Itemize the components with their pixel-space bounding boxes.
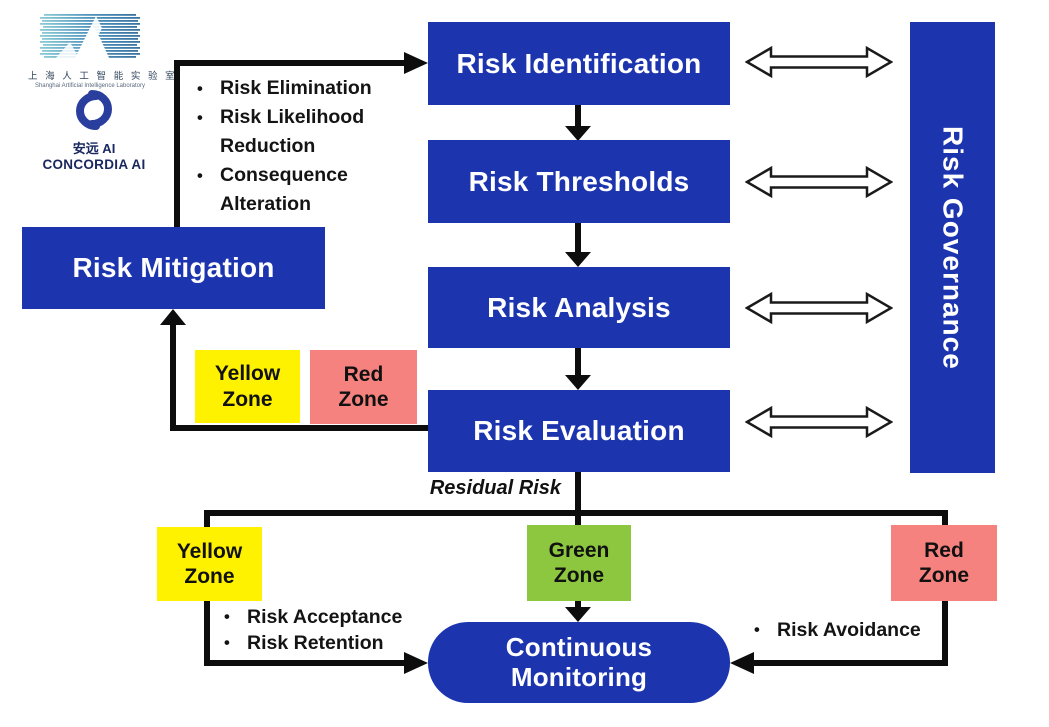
shanghai-ai-lab-stripes-icon: [40, 14, 140, 60]
line-analysis-to-evaluation: [575, 348, 581, 376]
risk-evaluation-label: Risk Evaluation: [473, 415, 685, 446]
arrowhead-into-evaluation: [565, 375, 591, 390]
double-arrow-evaluation-governance-icon: [745, 405, 893, 439]
concordia-name-cn: 安远 AI: [72, 141, 116, 156]
red-zone-bottom-badge: Red Zone: [891, 525, 997, 601]
risk-evaluation-box: Risk Evaluation: [428, 390, 730, 472]
arrowhead-into-identification: [404, 52, 428, 74]
risk-governance-label: Risk Governance: [937, 125, 969, 370]
arrowhead-into-analysis: [565, 252, 591, 267]
risk-mitigation-box: Risk Mitigation: [22, 227, 325, 309]
red-zone-top-badge: Red Zone: [310, 350, 417, 424]
risk-analysis-box: Risk Analysis: [428, 267, 730, 348]
risk-analysis-label: Risk Analysis: [487, 291, 671, 323]
line-mitigation-to-identification-horizontal: [174, 60, 404, 66]
risk-identification-label: Risk Identification: [456, 47, 702, 79]
continuous-monitoring-label: Continuous Monitoring: [505, 631, 653, 692]
shanghai-lab-name-en: Shanghai Artificial Intelligence Laborat…: [34, 83, 146, 89]
arrowhead-into-thresholds: [565, 126, 591, 141]
double-arrow-analysis-governance-icon: [745, 291, 893, 325]
double-arrow-thresholds-governance-icon: [745, 165, 893, 199]
risk-mitigation-label: Risk Mitigation: [72, 252, 275, 283]
line-left-branch-horizontal: [204, 660, 404, 666]
list-item: Risk Acceptance: [220, 604, 450, 630]
risk-thresholds-label: Risk Thresholds: [468, 165, 690, 197]
concordia-name-en: CONCORDIA AI: [42, 157, 146, 172]
green-zone-badge: Green Zone: [527, 525, 631, 601]
line-evaluation-feedback-horizontal: [176, 425, 428, 431]
yellow-zone-top-badge: Yellow Zone: [195, 350, 300, 423]
shanghai-ai-lab-logo: 上 海 人 工 智 能 实 验 室 Shanghai Artificial In…: [28, 14, 178, 89]
shanghai-lab-name-cn: 上 海 人 工 智 能 实 验 室: [28, 71, 178, 82]
list-item: Risk Elimination: [193, 74, 421, 103]
continuous-monitoring-pill: Continuous Monitoring: [428, 622, 730, 703]
line-green-zone-to-monitoring: [575, 599, 581, 609]
line-branch-bar: [204, 510, 948, 516]
residual-risk-label: Residual Risk: [429, 477, 561, 499]
red-zone-actions-list: Risk Avoidance: [750, 617, 980, 643]
line-identification-to-thresholds: [575, 105, 581, 128]
yellow-zone-bottom-badge: Yellow Zone: [157, 527, 262, 601]
arrowhead-into-monitoring-right: [730, 652, 754, 674]
line-right-branch-horizontal: [754, 660, 948, 666]
yellow-zone-actions-list: Risk Acceptance Risk Retention: [220, 604, 450, 656]
arrowhead-into-monitoring-left: [404, 652, 428, 674]
list-item: Risk Avoidance: [750, 617, 980, 643]
risk-governance-box: Risk Governance: [910, 22, 995, 473]
mitigation-options-list: Risk Elimination Risk Likelihood Reducti…: [193, 74, 421, 219]
line-mitigation-to-identification-vertical: [174, 60, 180, 227]
line-thresholds-to-analysis: [575, 223, 581, 253]
concordia-swirl-icon: [76, 90, 112, 130]
arrowhead-into-mitigation: [160, 309, 186, 325]
list-item: Risk Likelihood Reduction: [193, 103, 421, 161]
concordia-ai-logo: 安远 AI CONCORDIA AI: [40, 88, 148, 172]
risk-thresholds-box: Risk Thresholds: [428, 140, 730, 223]
line-evaluation-to-green-zone: [575, 472, 581, 527]
line-evaluation-feedback-vertical: [170, 322, 176, 431]
double-arrow-identification-governance-icon: [745, 45, 893, 79]
list-item: Risk Retention: [220, 630, 450, 656]
list-item: Consequence Alteration: [193, 161, 421, 219]
risk-identification-box: Risk Identification: [428, 22, 730, 105]
arrowhead-into-monitoring-top: [565, 607, 591, 622]
